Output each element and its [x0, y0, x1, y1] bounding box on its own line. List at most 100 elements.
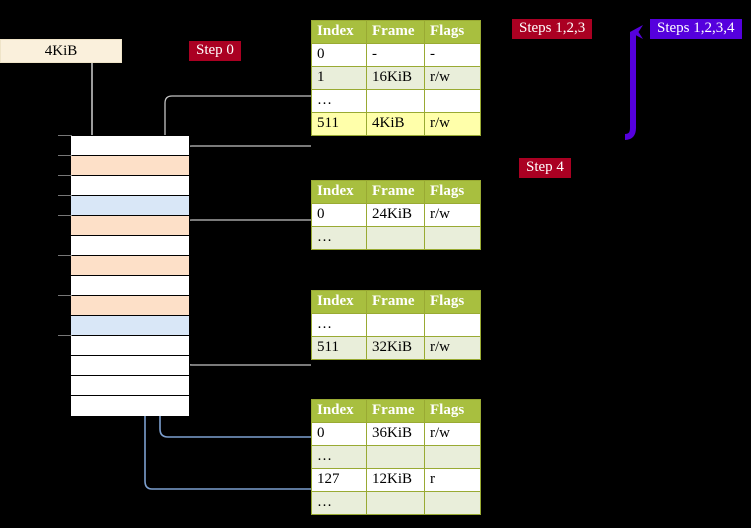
- cell-flags: r: [424, 468, 481, 492]
- cell-flags: [424, 313, 481, 337]
- cell-flags: r/w: [424, 112, 481, 136]
- cell-frame: 24KiB: [366, 203, 425, 227]
- cell-frame: [366, 445, 425, 469]
- column-header-index: Index: [311, 180, 367, 204]
- column-header-index: Index: [311, 290, 367, 314]
- column-header-index: Index: [311, 20, 367, 44]
- cell-index: 1: [311, 66, 367, 90]
- cell-index: 127: [311, 468, 367, 492]
- cell-frame: 4KiB: [366, 112, 425, 136]
- column-header-frame: Frame: [366, 290, 425, 314]
- cell-flags: -: [424, 43, 481, 67]
- memory-frame-row[interactable]: [71, 256, 189, 276]
- column-header-frame: Frame: [366, 399, 425, 423]
- cell-flags: [424, 89, 481, 113]
- badge-steps-1234-label: Steps 1,2,3,4: [657, 20, 735, 36]
- table-row[interactable]: …: [311, 491, 481, 515]
- memory-tick: [58, 175, 72, 176]
- table-row[interactable]: 0--: [311, 43, 481, 67]
- badge-steps-1234: Steps 1,2,3,4: [650, 19, 742, 39]
- memory-frame-row[interactable]: [71, 156, 189, 176]
- cell-index: …: [311, 313, 367, 337]
- cell-frame: -: [366, 43, 425, 67]
- cell-flags: r/w: [424, 203, 481, 227]
- memory-frame-row[interactable]: [71, 196, 189, 216]
- cell-index: …: [311, 491, 367, 515]
- badge-steps-123-label: Steps 1,2,3: [519, 20, 586, 36]
- cell-index: 511: [311, 336, 367, 360]
- memory-tick: [58, 155, 72, 156]
- cell-frame: [366, 89, 425, 113]
- wire-table3-row511: [177, 316, 311, 366]
- memory-tick: [58, 255, 72, 256]
- cell-index: 0: [311, 43, 367, 67]
- badge-step-0-label: Step 0: [196, 42, 234, 58]
- cell-frame: 32KiB: [366, 336, 425, 360]
- memory-tick: [58, 195, 72, 196]
- badge-steps-123: Steps 1,2,3: [512, 19, 593, 39]
- cell-frame: [366, 313, 425, 337]
- cell-flags: r/w: [424, 422, 481, 446]
- memory-tick: [58, 135, 72, 136]
- column-header-flags: Flags: [424, 399, 481, 423]
- memory-frame-row[interactable]: [71, 176, 189, 196]
- cell-flags: r/w: [424, 336, 481, 360]
- badge-step-4: Step 4: [519, 158, 571, 178]
- column-header-flags: Flags: [424, 180, 481, 204]
- frame-size-box: 4KiB: [0, 39, 122, 63]
- memory-frame-row[interactable]: [71, 216, 189, 236]
- physical-memory-column: [70, 135, 190, 416]
- cell-flags: [424, 491, 481, 515]
- cell-index: …: [311, 226, 367, 250]
- memory-frame-row[interactable]: [71, 336, 189, 356]
- wire-table2-row0: [177, 219, 311, 279]
- table-row[interactable]: …: [311, 89, 481, 113]
- memory-frame-row[interactable]: [71, 356, 189, 376]
- cell-frame: 12KiB: [366, 468, 425, 492]
- memory-frame-row[interactable]: [71, 236, 189, 256]
- wire-table1-row511: [177, 145, 311, 239]
- cell-flags: r/w: [424, 66, 481, 90]
- table-row[interactable]: …: [311, 226, 481, 250]
- table-row[interactable]: …: [311, 313, 481, 337]
- cell-frame: [366, 226, 425, 250]
- badge-step-4-label: Step 4: [526, 159, 564, 175]
- cell-index: …: [311, 89, 367, 113]
- memory-frame-row[interactable]: [71, 396, 189, 416]
- memory-frame-row[interactable]: [71, 376, 189, 396]
- memory-tick: [58, 295, 72, 296]
- cell-index: 0: [311, 422, 367, 446]
- column-header-flags: Flags: [424, 20, 481, 44]
- cell-frame: 16KiB: [366, 66, 425, 90]
- memory-frame-row[interactable]: [71, 316, 189, 336]
- table-row[interactable]: …: [311, 445, 481, 469]
- cell-flags: [424, 226, 481, 250]
- memory-frame-row[interactable]: [71, 136, 189, 156]
- column-header-frame: Frame: [366, 180, 425, 204]
- cell-index: 511: [311, 112, 367, 136]
- memory-tick: [58, 335, 72, 336]
- memory-frame-row[interactable]: [71, 296, 189, 316]
- cell-frame: 36KiB: [366, 422, 425, 446]
- column-header-frame: Frame: [366, 20, 425, 44]
- cell-frame: [366, 491, 425, 515]
- frame-size-label: 4KiB: [44, 42, 78, 59]
- cell-flags: [424, 445, 481, 469]
- memory-frame-row[interactable]: [71, 276, 189, 296]
- column-header-flags: Flags: [424, 290, 481, 314]
- badge-step-0: Step 0: [189, 41, 241, 61]
